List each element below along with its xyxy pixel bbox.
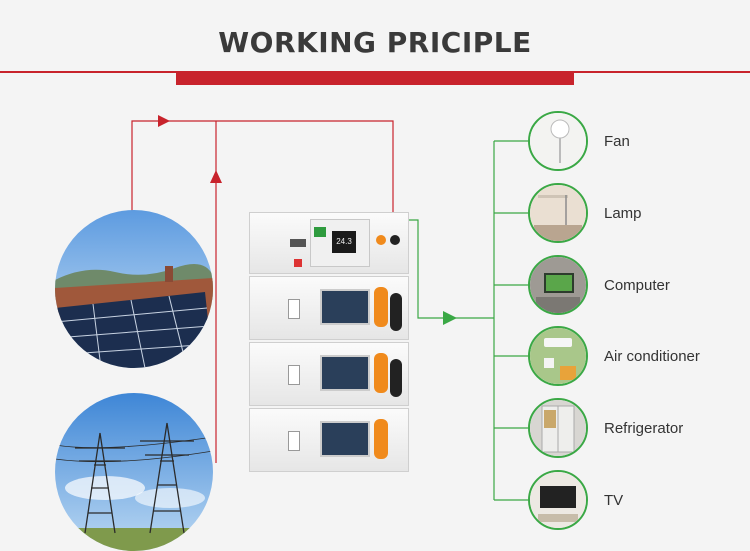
module-screen <box>320 289 370 325</box>
appliance-tv <box>528 470 588 530</box>
cable-orange <box>374 419 388 459</box>
battery-module <box>249 408 409 472</box>
breaker <box>288 431 300 451</box>
connector-orange <box>376 235 386 245</box>
module-screen <box>320 355 370 391</box>
lamp-icon <box>530 185 586 241</box>
tv-icon <box>530 472 586 528</box>
battery-module <box>249 276 409 340</box>
air-conditioner-icon <box>530 328 586 384</box>
appliance-label: Refrigerator <box>604 420 683 437</box>
solar-panel-photo <box>55 210 213 368</box>
breaker <box>288 365 300 385</box>
cable-orange <box>374 353 388 393</box>
computer-icon <box>530 257 586 313</box>
cable-black <box>390 293 402 331</box>
appliance-lamp <box>528 183 588 243</box>
appliance-fan <box>528 111 588 171</box>
appliance-label: Lamp <box>604 205 642 222</box>
breaker <box>288 299 300 319</box>
green-terminal <box>314 227 326 237</box>
arrow-right-red <box>158 115 170 127</box>
appliance-computer <box>528 255 588 315</box>
appliance-label: Fan <box>604 133 630 150</box>
appliance-label: Air conditioner <box>604 348 700 365</box>
arrow-right-green <box>443 311 457 325</box>
cable-orange <box>374 287 388 327</box>
fan-icon <box>530 113 586 169</box>
power-grid-photo <box>55 393 213 551</box>
switch-red <box>294 259 302 267</box>
module-screen <box>320 421 370 457</box>
appliance-air-conditioner <box>528 326 588 386</box>
arrow-up-red <box>210 170 222 183</box>
battery-module <box>249 342 409 406</box>
power-tower-icon <box>55 393 213 551</box>
ports <box>290 239 306 247</box>
cable-black <box>390 359 402 397</box>
solar-panel-icon <box>55 210 213 368</box>
appliance-label: TV <box>604 492 623 509</box>
connector-black <box>390 235 400 245</box>
control-screen: 24.3 <box>332 231 356 253</box>
appliance-refrigerator <box>528 398 588 458</box>
refrigerator-icon <box>530 400 586 456</box>
appliance-label: Computer <box>604 277 670 294</box>
control-unit: 24.3 <box>249 212 409 274</box>
